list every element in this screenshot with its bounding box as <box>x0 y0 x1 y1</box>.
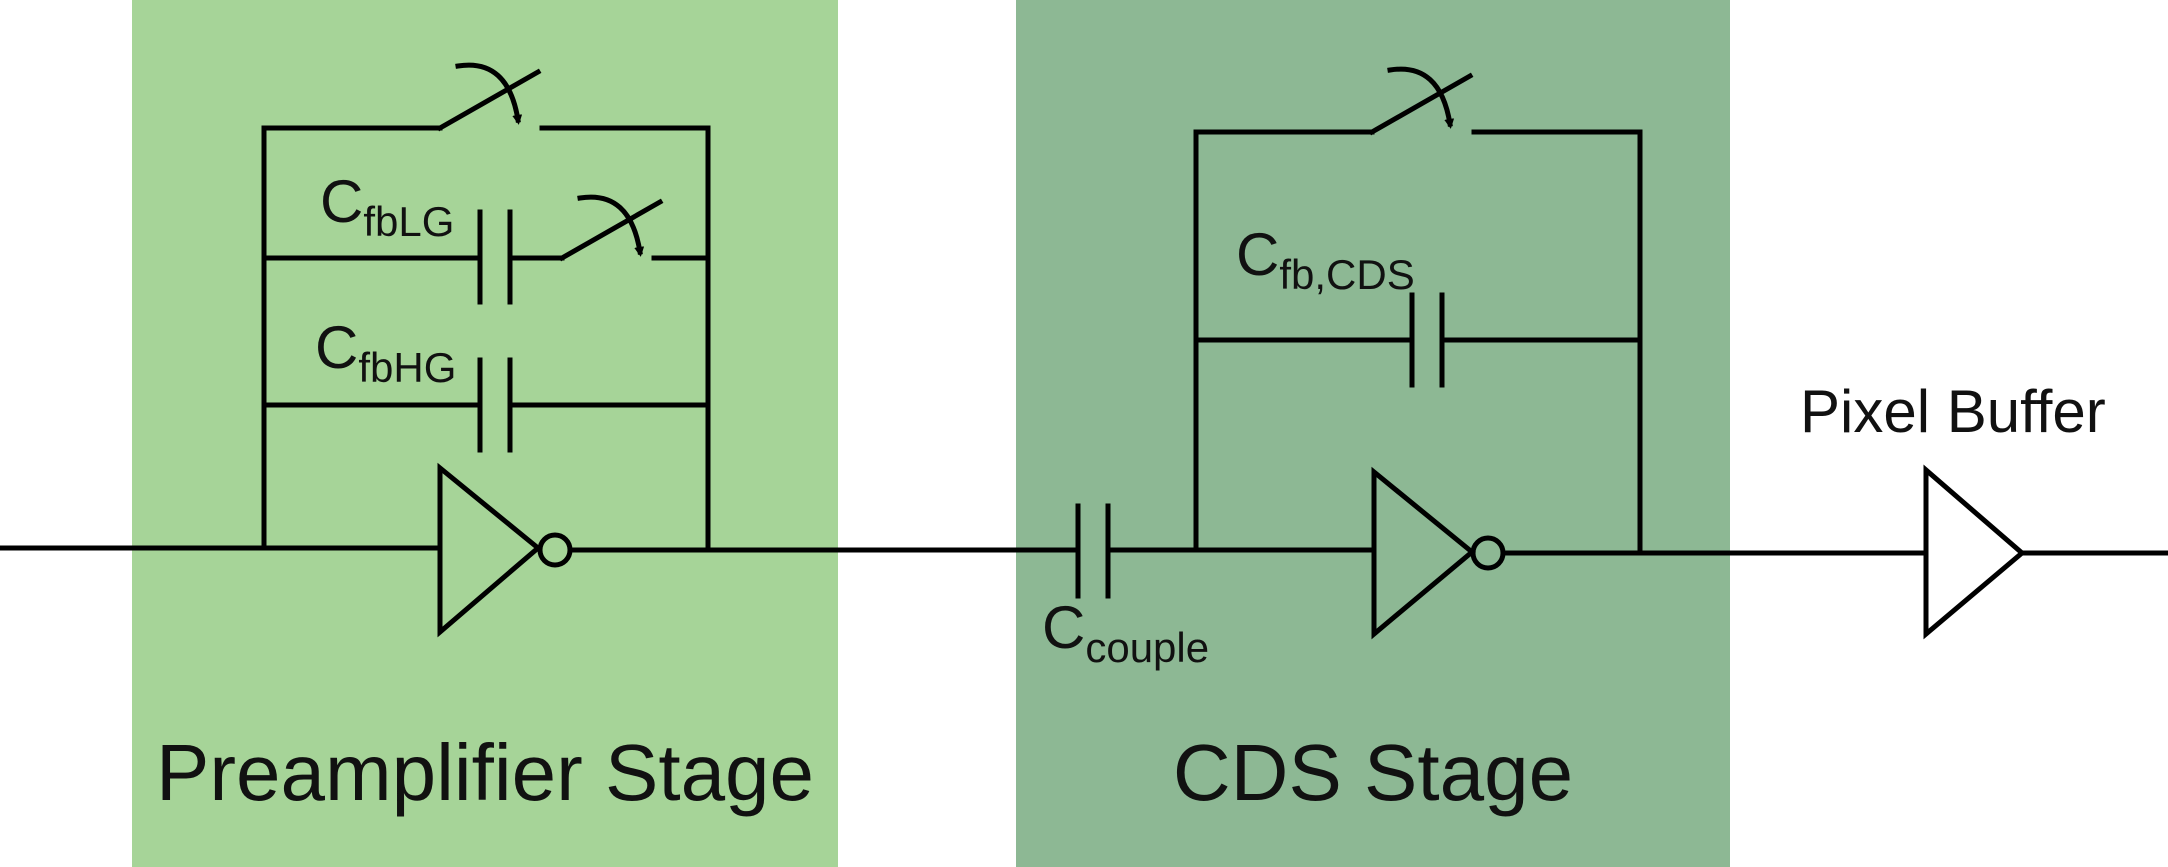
capacitor-cfbcds <box>1409 292 1445 388</box>
pixel-buffer-amplifier <box>1923 464 2026 640</box>
cds-feedback-network <box>1193 129 1643 556</box>
cfblg-label-sub: fbLG <box>363 198 454 245</box>
cds-stage-background <box>1016 0 1730 867</box>
inverting-amplifier-preamp <box>437 462 573 638</box>
cfbcds-label: Cfb,CDS <box>1236 221 1415 298</box>
cfbcds-label-main: C <box>1236 221 1279 288</box>
cfbcds-label-sub: fb,CDS <box>1279 251 1414 298</box>
cfblg-label: CfbLG <box>320 168 454 245</box>
cfbhg-label-main: C <box>315 314 358 381</box>
cfbhg-label: CfbHG <box>315 314 456 391</box>
cfblg-label-main: C <box>320 168 363 235</box>
ccouple-label-sub: couple <box>1085 624 1209 671</box>
signal-wires <box>0 545 2168 556</box>
preamp-stage-title: Preamplifier Stage <box>156 728 814 817</box>
inverting-amplifier-cds <box>1371 466 1506 640</box>
cds-stage-title: CDS Stage <box>1173 728 1573 817</box>
pixel-buffer-label: Pixel Buffer <box>1800 378 2106 445</box>
capacitor-cfbhg <box>477 357 513 453</box>
capacitor-cfblg <box>477 209 513 305</box>
reset-switch-cds <box>1368 66 1474 136</box>
ccouple-label-main: C <box>1042 594 1085 661</box>
capacitor-ccouple <box>1075 503 1111 599</box>
reset-switch-preamp <box>436 62 542 132</box>
cfbhg-label-sub: fbHG <box>358 344 456 391</box>
preamp-stage-background <box>132 0 838 867</box>
preamp-feedback-network <box>261 125 711 551</box>
gain-switch-lg <box>558 194 664 262</box>
ccouple-label: Ccouple <box>1042 594 1209 671</box>
